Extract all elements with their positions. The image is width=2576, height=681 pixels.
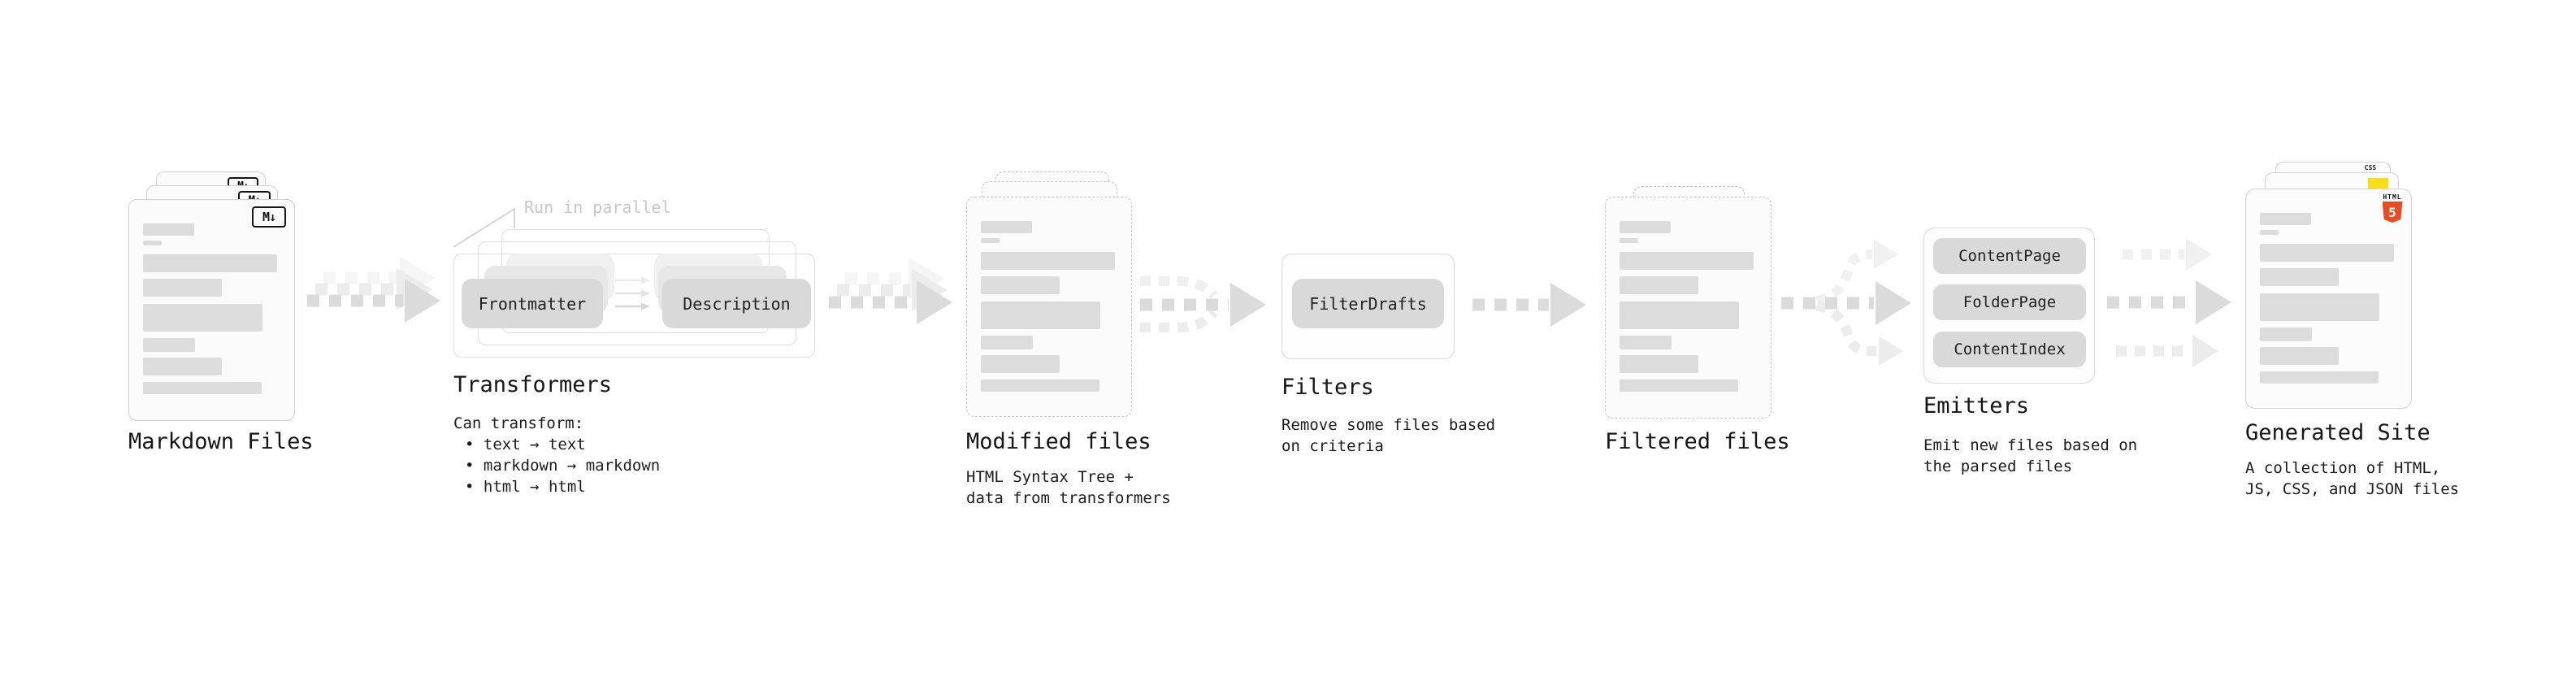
content-bar [143, 304, 262, 332]
content-bar [143, 223, 194, 236]
emitters-label: Emitters [1923, 393, 2030, 419]
content-bar [981, 276, 1060, 294]
content-bar [2260, 230, 2279, 235]
desc-line: HTML Syntax Tree + [966, 468, 1134, 486]
file-content-placeholder [2260, 213, 2394, 384]
content-bar [1620, 336, 1672, 349]
content-bar [143, 382, 262, 394]
emitters-description: Emit new files based on the parsed files [1923, 435, 2137, 477]
content-bar [981, 336, 1033, 349]
arrow-modified-to-filters [1140, 276, 1266, 332]
content-bar [981, 238, 1000, 243]
arrow-markdown-to-transformers [307, 257, 440, 323]
content-bar [981, 380, 1099, 392]
file-content-placeholder [143, 223, 277, 394]
transformer-pill-frontmatter: Frontmatter [462, 279, 603, 328]
emitter-pill-contentpage: ContentPage [1933, 238, 2086, 274]
generated-site-description: A collection of HTML, JS, CSS, and JSON … [2245, 458, 2459, 500]
content-bar [2260, 327, 2312, 341]
emitter-pill-contentindex: ContentIndex [1933, 332, 2086, 367]
desc-line: the parsed files [1923, 458, 2073, 475]
transformer-pill-description: Description [662, 279, 811, 328]
content-bar [981, 301, 1100, 329]
file-content-placeholder [1620, 221, 1754, 392]
desc-line: Emit new files based on [1923, 436, 2138, 454]
content-bar [143, 254, 277, 272]
desc-bullet: • text → text [465, 436, 586, 453]
desc-line: A collection of HTML, [2245, 459, 2441, 477]
transformers-label: Transformers [453, 372, 613, 397]
run-in-parallel-annotation: Run in parallel [524, 197, 671, 217]
generated-file-card-html: HTML 5 [2245, 189, 2412, 409]
modified-files-description: HTML Syntax Tree + data from transformer… [966, 466, 1171, 509]
content-bar [2260, 347, 2339, 365]
markdown-files-label: Markdown Files [128, 429, 314, 454]
content-bar [1620, 238, 1638, 243]
modified-files-label: Modified files [966, 429, 1151, 454]
transformer-frame-front [453, 254, 815, 358]
filter-pill-filterdrafts: FilterDrafts [1292, 279, 1444, 328]
content-bar [2260, 371, 2379, 384]
content-bar [2260, 244, 2394, 262]
modified-file-card-front [966, 197, 1132, 417]
content-bar [1620, 221, 1671, 233]
arrow-filtered-to-emitters [1781, 240, 1911, 366]
html5-icon-shield: 5 [2382, 202, 2403, 223]
content-bar [1620, 252, 1754, 270]
content-bar [1620, 276, 1698, 294]
html5-icon-word: HTML [2383, 193, 2402, 201]
arrow-transformers-to-modified [829, 258, 952, 324]
filtered-file-card-front [1605, 197, 1772, 419]
desc-bullet: • markdown → markdown [465, 457, 661, 475]
transformers-description: Can transform: • text → text • markdown … [453, 413, 660, 497]
filtered-files-label: Filtered files [1605, 429, 1790, 454]
content-bar [981, 252, 1115, 270]
content-bar [143, 279, 222, 297]
desc-line: Remove some files based [1281, 416, 1496, 434]
filters-description: Remove some files based on criteria [1281, 414, 1495, 457]
content-bar [1620, 380, 1738, 392]
arrows-emitters-to-generated [2107, 238, 2231, 367]
desc-bullet: • html → html [465, 478, 586, 496]
content-bar [981, 221, 1032, 233]
content-bar [1620, 355, 1698, 373]
content-bar [1620, 301, 1739, 329]
desc-line: JS, CSS, and JSON files [2245, 480, 2460, 498]
content-bar [2260, 213, 2311, 225]
markdown-icon: M↓ [252, 206, 286, 228]
content-bar [143, 338, 195, 352]
content-bar [143, 241, 162, 245]
markdown-file-card-front: M↓ [128, 199, 295, 421]
arrow-filters-to-filtered [1472, 283, 1586, 327]
html5-icon: HTML 5 [2381, 193, 2404, 223]
filters-label: Filters [1281, 375, 1374, 400]
javascript-icon [2368, 178, 2388, 189]
content-bar [143, 358, 222, 375]
file-content-placeholder [981, 221, 1115, 392]
emitter-pill-folderpage: FolderPage [1933, 284, 2086, 320]
desc-line: Can transform: [453, 414, 584, 432]
content-bar [2260, 293, 2379, 321]
content-bar [2260, 268, 2339, 286]
desc-line: on criteria [1281, 437, 1384, 455]
generated-site-label: Generated Site [2245, 420, 2431, 445]
desc-line: data from transformers [966, 489, 1171, 507]
content-bar [981, 355, 1060, 373]
